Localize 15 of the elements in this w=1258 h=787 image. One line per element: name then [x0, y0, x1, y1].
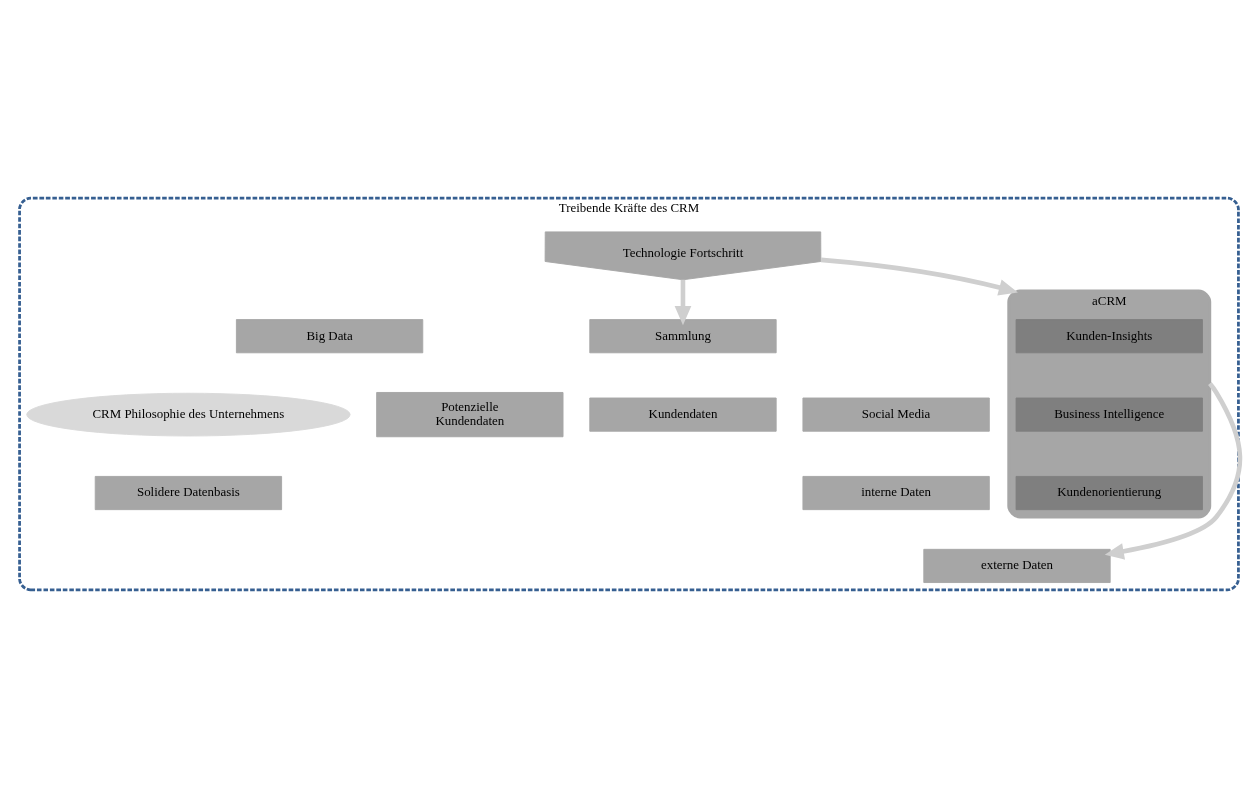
- arrow: [820, 257, 1018, 296]
- arrow: [1104, 381, 1243, 560]
- node-box: Solidere Datenbasis: [94, 475, 283, 510]
- node-box: Business Intelligence: [1015, 397, 1203, 432]
- node-box: externe Daten: [923, 548, 1111, 583]
- node-box: Potenzielle Kundendaten: [376, 391, 564, 437]
- node-box: Kundenorientierung: [1015, 475, 1203, 510]
- arrow: [674, 279, 692, 325]
- node-ellipse: CRM Philosophie des Unternehmens: [26, 392, 351, 436]
- node-box: Kundendaten: [589, 397, 777, 432]
- node-box: Kunden-Insights: [1015, 318, 1203, 353]
- node-box: Big Data: [235, 318, 424, 353]
- node-box: interne Daten: [802, 475, 990, 510]
- node-box: Social Media: [802, 397, 990, 432]
- node-box: Sammlung: [589, 318, 777, 353]
